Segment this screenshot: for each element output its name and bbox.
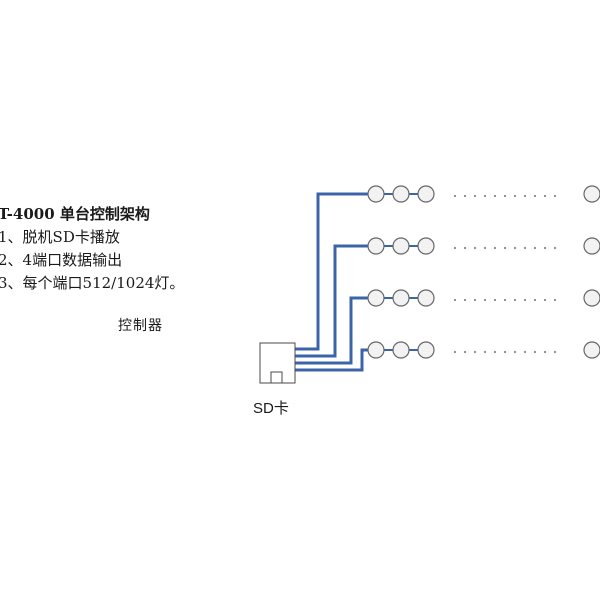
continuation-dot [463,350,467,354]
sd-card-slot [270,371,283,384]
continuation-dot [463,246,467,250]
continuation-dot [503,194,507,198]
continuation-dot [463,298,467,302]
led-node [367,185,385,203]
continuation-dot [543,298,547,302]
port-wire-4 [295,348,368,372]
port-wires [295,192,368,372]
continuation-dot [523,194,527,198]
led-node-last [583,341,600,359]
led-node-last [583,237,600,255]
continuation-dot [473,298,477,302]
continuation-dot [493,194,497,198]
led-node [417,185,435,203]
led-node [417,341,435,359]
spec-line-2: 2、4端口数据输出 [0,251,123,269]
continuation-dot [543,246,547,250]
led-node [417,289,435,307]
continuation-dot [543,194,547,198]
continuation-dot [483,194,487,198]
continuation-dot [453,350,457,354]
led-node [367,341,385,359]
sd-card-label: SD卡 [253,400,289,417]
port-wire-3 [295,296,368,365]
continuation-dot [553,194,557,198]
port-wire-1 [295,192,368,351]
continuation-dot [493,298,497,302]
continuation-dot [523,298,527,302]
continuation-dot [523,350,527,354]
led-node-last [583,185,600,203]
continuation-dot [483,350,487,354]
continuation-dot [503,350,507,354]
led-node [392,237,410,255]
continuation-dot [473,350,477,354]
spec-line-3: 3、每个端口512/1024灯。 [0,274,185,292]
continuation-dot [513,194,517,198]
continuation-dot [533,298,537,302]
led-node [367,289,385,307]
continuation-dot [523,246,527,250]
continuation-dots [453,194,557,354]
continuation-dot [483,298,487,302]
led-node [392,341,410,359]
continuation-dot [483,246,487,250]
continuation-dot [493,350,497,354]
led-node [417,237,435,255]
led-node [367,237,385,255]
continuation-dot [553,350,557,354]
continuation-dot [473,246,477,250]
continuation-dot [503,246,507,250]
continuation-dot [503,298,507,302]
controller-box [259,342,296,384]
spec-line-1: 1、脱机SD卡播放 [0,228,120,246]
controller-label: 控制器 [118,318,163,334]
continuation-dot [453,194,457,198]
continuation-dot [453,246,457,250]
led-node [392,185,410,203]
continuation-dot [533,350,537,354]
spec-text-block: T-4000 单台控制架构 1、脱机SD卡播放 2、4端口数据输出 3、每个端口… [0,203,184,295]
led-node-last [583,289,600,307]
continuation-dot [533,194,537,198]
diagram-title: T-4000 单台控制架构 [0,205,150,223]
continuation-dot [463,194,467,198]
continuation-dot [513,298,517,302]
continuation-dot [533,246,537,250]
led-chains [367,185,600,359]
continuation-dot [453,298,457,302]
led-node [392,289,410,307]
continuation-dot [543,350,547,354]
continuation-dot [473,194,477,198]
port-wire-2 [295,244,368,358]
continuation-dot [493,246,497,250]
continuation-dot [553,246,557,250]
continuation-dot [513,246,517,250]
continuation-dot [553,298,557,302]
continuation-dot [513,350,517,354]
